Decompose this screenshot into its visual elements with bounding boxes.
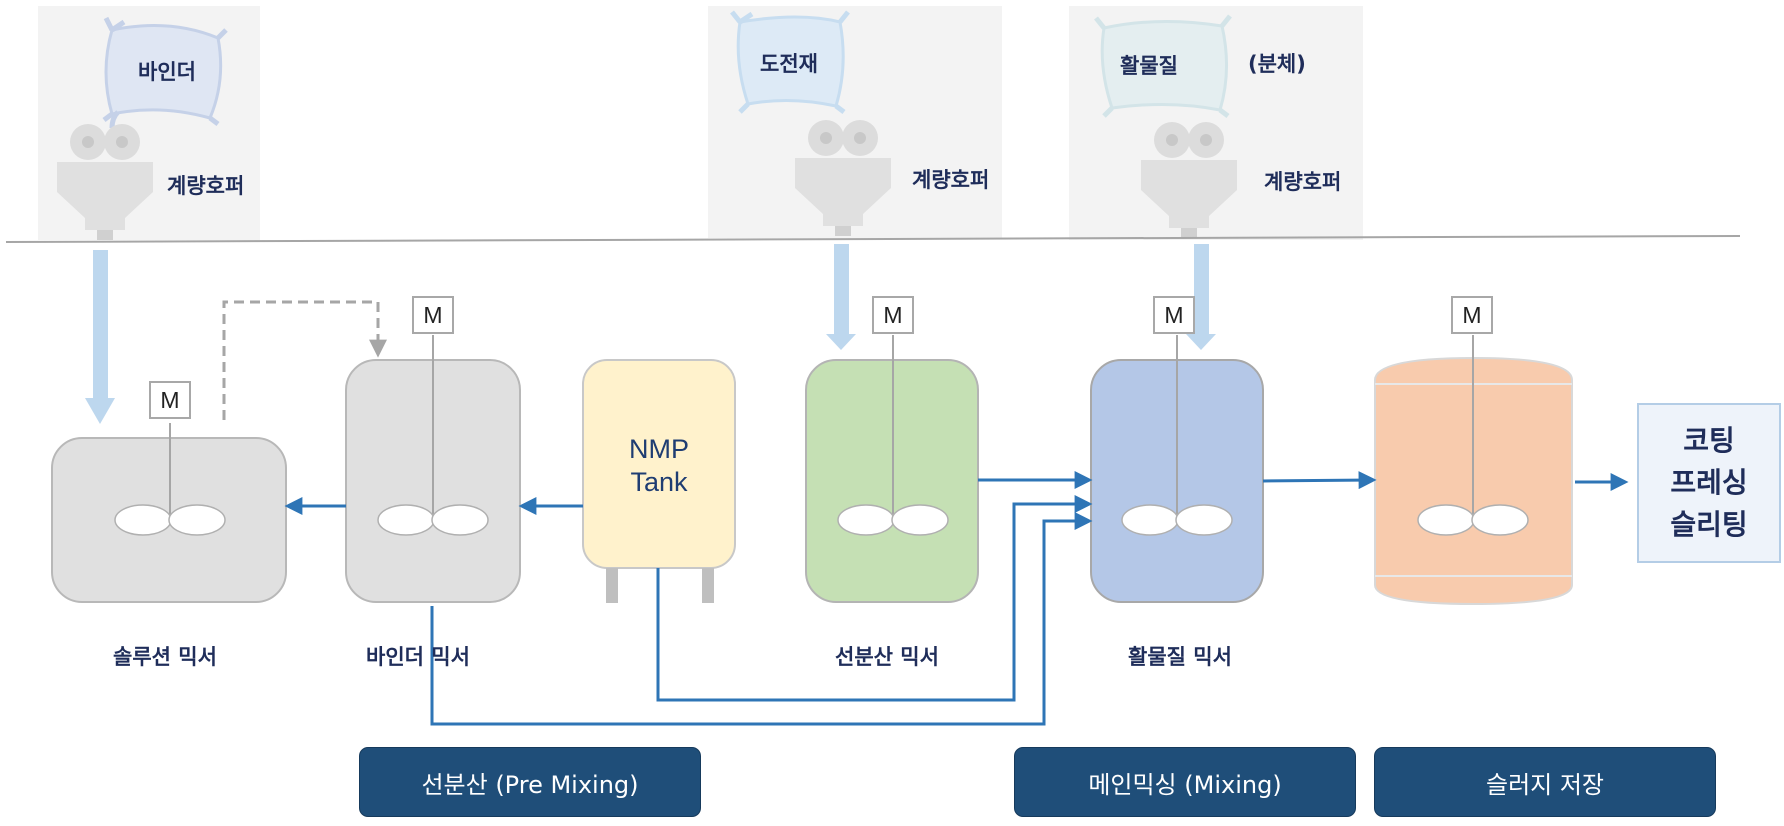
motor-icon: M bbox=[412, 296, 454, 334]
active-mixer-label: 활물질 믹서 bbox=[1128, 645, 1232, 669]
downstream-process-box: 코팅 프레싱 슬리팅 bbox=[1637, 403, 1781, 563]
solution-mixer-vessel bbox=[51, 423, 287, 603]
powder-feed-active-arrow bbox=[1186, 244, 1216, 350]
powder-feed-binder-arrow bbox=[85, 250, 115, 424]
pressing-step: 프레싱 bbox=[1670, 466, 1748, 499]
active-bag-icon bbox=[1094, 14, 1232, 118]
flow-line-nmp-to-active bbox=[656, 495, 1093, 702]
binder-hopper-panel bbox=[38, 6, 260, 240]
recirculation-dashed-arrow bbox=[222, 300, 387, 420]
predispersion-mixer-vessel bbox=[805, 335, 979, 603]
powder-feed-conductive-arrow bbox=[826, 244, 856, 350]
motor-icon: M bbox=[872, 296, 914, 334]
predispersion-mixer-label: 선분산 믹서 bbox=[835, 645, 939, 669]
flow-line-binder-to-active bbox=[430, 512, 1093, 726]
active-hopper-panel bbox=[1069, 6, 1363, 240]
nmp-tank-label: NMP Tank bbox=[583, 433, 735, 499]
nmp-tank-line2: Tank bbox=[630, 467, 688, 497]
main-mixing-stage-button[interactable]: 메인믹싱 (Mixing) bbox=[1014, 747, 1356, 817]
binder-bag-icon bbox=[102, 16, 228, 129]
conductive-bag-label: 도전재 bbox=[760, 52, 818, 76]
coating-step: 코팅 bbox=[1683, 424, 1735, 457]
pre-mixing-stage-button[interactable]: 선분산 (Pre Mixing) bbox=[359, 747, 701, 817]
conductive-hopper-panel bbox=[708, 6, 1002, 238]
active-powder-label: (분체) bbox=[1248, 52, 1306, 76]
flow-arrow-active-to-storage bbox=[1262, 471, 1377, 490]
motor-icon: M bbox=[1153, 296, 1195, 334]
motor-icon: M bbox=[149, 381, 191, 419]
slurry-storage-tank bbox=[1374, 335, 1573, 606]
binder-mixer-label: 바인더 믹서 bbox=[366, 645, 470, 669]
active-hopper-label: 계량호퍼 bbox=[1264, 170, 1342, 194]
nmp-tank-vessel bbox=[582, 359, 736, 603]
active-mixer-vessel bbox=[1090, 335, 1264, 603]
conductive-hopper-label: 계량호퍼 bbox=[912, 168, 990, 192]
slurry-storage-stage-button[interactable]: 슬러지 저장 bbox=[1374, 747, 1716, 817]
binder-hopper-label: 계량호퍼 bbox=[167, 174, 245, 198]
conductive-bag-icon bbox=[730, 10, 850, 114]
motor-icon: M bbox=[1451, 296, 1493, 334]
solution-mixer-label: 솔루션 믹서 bbox=[113, 645, 217, 669]
nmp-tank-line1: NMP bbox=[629, 434, 689, 464]
slitting-step: 슬리팅 bbox=[1670, 508, 1748, 541]
active-bag-label: 활물질 bbox=[1120, 54, 1178, 78]
section-divider bbox=[5, 235, 1741, 243]
binder-bag-label: 바인더 bbox=[138, 60, 196, 84]
binder-mixer-vessel bbox=[345, 335, 521, 603]
